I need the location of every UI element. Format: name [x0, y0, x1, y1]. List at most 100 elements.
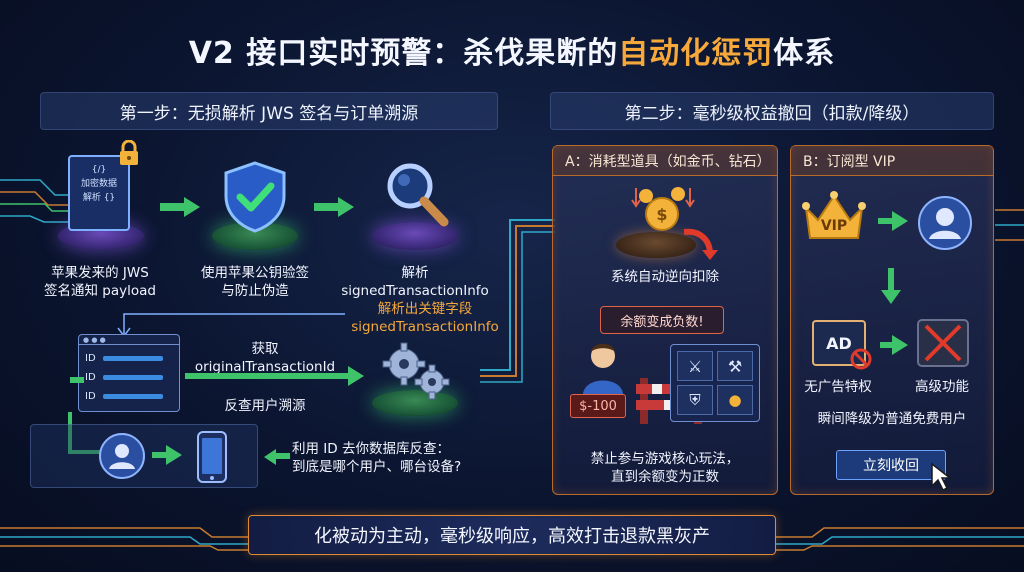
- get-arrow-shaft: [185, 373, 350, 379]
- get-label-line2: originalTransactionId: [194, 359, 336, 375]
- no-ad-label: 无广告特权: [804, 379, 872, 395]
- id-bar: [103, 356, 163, 361]
- panel-a-heading: A：消耗型道具（如金币、钻石）: [553, 146, 777, 176]
- arrow-left-icon: [264, 449, 276, 465]
- lookup-label: 利用 ID 去你数据库反查： 到底是哪个用户、哪台设备?: [292, 440, 492, 476]
- id-rows: ID ID ID: [79, 345, 179, 410]
- node2-label: 使用苹果公钥验签 与防止伪造: [180, 264, 330, 300]
- window-titlebar: ● ● ●: [79, 335, 179, 345]
- vip-text: VIP: [820, 218, 848, 234]
- id-row: ID: [85, 349, 173, 368]
- doc-text-3: 解析 {}: [82, 193, 116, 203]
- arrow1-shaft: [160, 203, 186, 211]
- node2-label-line2: 与防止伪造: [221, 283, 289, 299]
- arrow-right-icon: [338, 197, 354, 217]
- node2-label-line1: 使用苹果公钥验签: [201, 265, 309, 281]
- ban-label: 禁止参与游戏核心玩法， 直到余额变为正数: [560, 450, 770, 486]
- id-label: ID: [85, 372, 96, 383]
- id-row: ID: [85, 368, 173, 387]
- locked-feature-icon: [917, 319, 969, 367]
- down-arrow-shaft: [888, 268, 894, 292]
- id-label: ID: [85, 391, 96, 402]
- arrow-right-icon: [184, 197, 200, 217]
- magnifier-icon: [387, 163, 449, 227]
- node3-orange-line1: 解析出关键字段: [377, 301, 473, 317]
- step1-heading: 第一步：无损解析 JWS 签名与订单溯源: [40, 92, 498, 130]
- ad-icon: AD: [812, 320, 866, 366]
- node3-label: 解析 signedTransactionInfo: [330, 264, 500, 300]
- banner-deco-right: [776, 527, 1024, 551]
- connector-step1-step2: [480, 219, 555, 383]
- user-person-icon: [583, 343, 623, 394]
- downgrade-label: 瞬间降级为普通免费用户: [817, 411, 967, 427]
- node1-label-line1: 苹果发来的 JWS: [51, 265, 149, 281]
- svg-text:$: $: [656, 205, 667, 224]
- coin-item-icon: ●: [717, 385, 753, 415]
- id-list-window: ● ● ● ID ID ID: [78, 334, 180, 412]
- arrow-right-icon: [892, 211, 908, 231]
- arrow-right-icon: [348, 366, 364, 386]
- get-label: 获取 originalTransactionId: [180, 340, 350, 376]
- reverse-label: 反查用户溯源: [224, 398, 306, 414]
- ad-arrow-shaft: [880, 342, 894, 348]
- coin-platform: [616, 232, 696, 258]
- document-icon: {/} 加密数据 解析 {}: [68, 155, 130, 231]
- id-bar: [103, 394, 163, 399]
- ban-label-line1: 禁止参与游戏核心玩法，: [590, 451, 740, 467]
- gears-platform: [372, 390, 458, 416]
- id-row: ID: [85, 387, 173, 406]
- id-label: ID: [85, 353, 96, 364]
- negative-price-tag: $-100: [570, 394, 626, 418]
- lookup-label-line2: 到底是哪个用户、哪台设备?: [292, 459, 462, 475]
- node3-label-line2: signedTransactionInfo: [341, 283, 489, 299]
- arrow-right-icon: [892, 335, 908, 355]
- arrow2-shaft: [314, 203, 340, 211]
- title-main: V2 接口实时预警：杀伐果断的: [188, 36, 619, 71]
- magnifier-platform: [372, 222, 458, 250]
- node1-label-line2: 签名通知 payload: [44, 283, 156, 299]
- hammer-icon: ⚒: [717, 351, 753, 381]
- title-tail: 体系: [773, 36, 836, 71]
- negative-balance-speech: 余额变成负数!: [600, 306, 724, 334]
- coin-deduct-icon: $: [631, 187, 718, 260]
- user-avatar-icon: [99, 433, 145, 479]
- lookup-arrow-shaft: [152, 452, 168, 458]
- lookup-connector: [68, 412, 102, 454]
- user-avatar-icon: [918, 196, 972, 250]
- id-highlight-bar: [70, 377, 84, 383]
- node3-orange-line2: signedTransactionInfo: [351, 319, 499, 335]
- deduct-label: 系统自动逆向扣除: [611, 269, 719, 285]
- padlock-icon: [120, 140, 138, 165]
- lookup-left-shaft: [276, 453, 290, 459]
- arrow-right-icon: [166, 445, 182, 465]
- ban-label-line2: 直到余额变为正数: [611, 469, 719, 485]
- node3-label-line1: 解析: [401, 265, 429, 281]
- shield-item-icon: ⛨: [677, 385, 713, 415]
- id-bar: [103, 375, 163, 380]
- circuit-lines-right: [995, 209, 1024, 241]
- no-entry-icon: [850, 348, 872, 370]
- shield-check-icon: [224, 161, 286, 233]
- phone-icon: [197, 431, 227, 483]
- step2-heading: 第二步：毫秒级权益撤回（扣款/降级）: [550, 92, 994, 130]
- gears-icon: [382, 342, 450, 400]
- get-label-line1: 获取: [251, 341, 279, 357]
- vip-crown-icon: [802, 191, 866, 239]
- banner-deco-left: [0, 527, 248, 551]
- cursor-icon: [931, 462, 953, 492]
- doc-text-1: {/}: [91, 165, 107, 175]
- arrow-down-icon: [881, 290, 901, 304]
- bottom-banner: 化被动为主动，毫秒级响应，高效打击退款黑灰产: [248, 515, 776, 555]
- recall-button[interactable]: 立刻收回: [836, 450, 946, 480]
- vip-arrow-shaft: [878, 218, 894, 224]
- game-items-grid: ⚔ ⚒ ⛨ ●: [670, 344, 760, 422]
- node3-key-field: 解析出关键字段 signedTransactionInfo: [340, 300, 510, 336]
- panel-b-heading: B：订阅型 VIP: [791, 146, 993, 176]
- title-highlight: 自动化惩罚: [618, 36, 774, 71]
- sword-icon: ⚔: [677, 351, 713, 381]
- lookup-label-line1: 利用 ID 去你数据库反查：: [292, 441, 450, 457]
- advanced-feature-label: 高级功能: [915, 379, 969, 395]
- node1-label: 苹果发来的 JWS 签名通知 payload: [30, 264, 170, 300]
- doc-text-2: 加密数据: [80, 179, 117, 189]
- circuit-lines-left: [0, 179, 70, 223]
